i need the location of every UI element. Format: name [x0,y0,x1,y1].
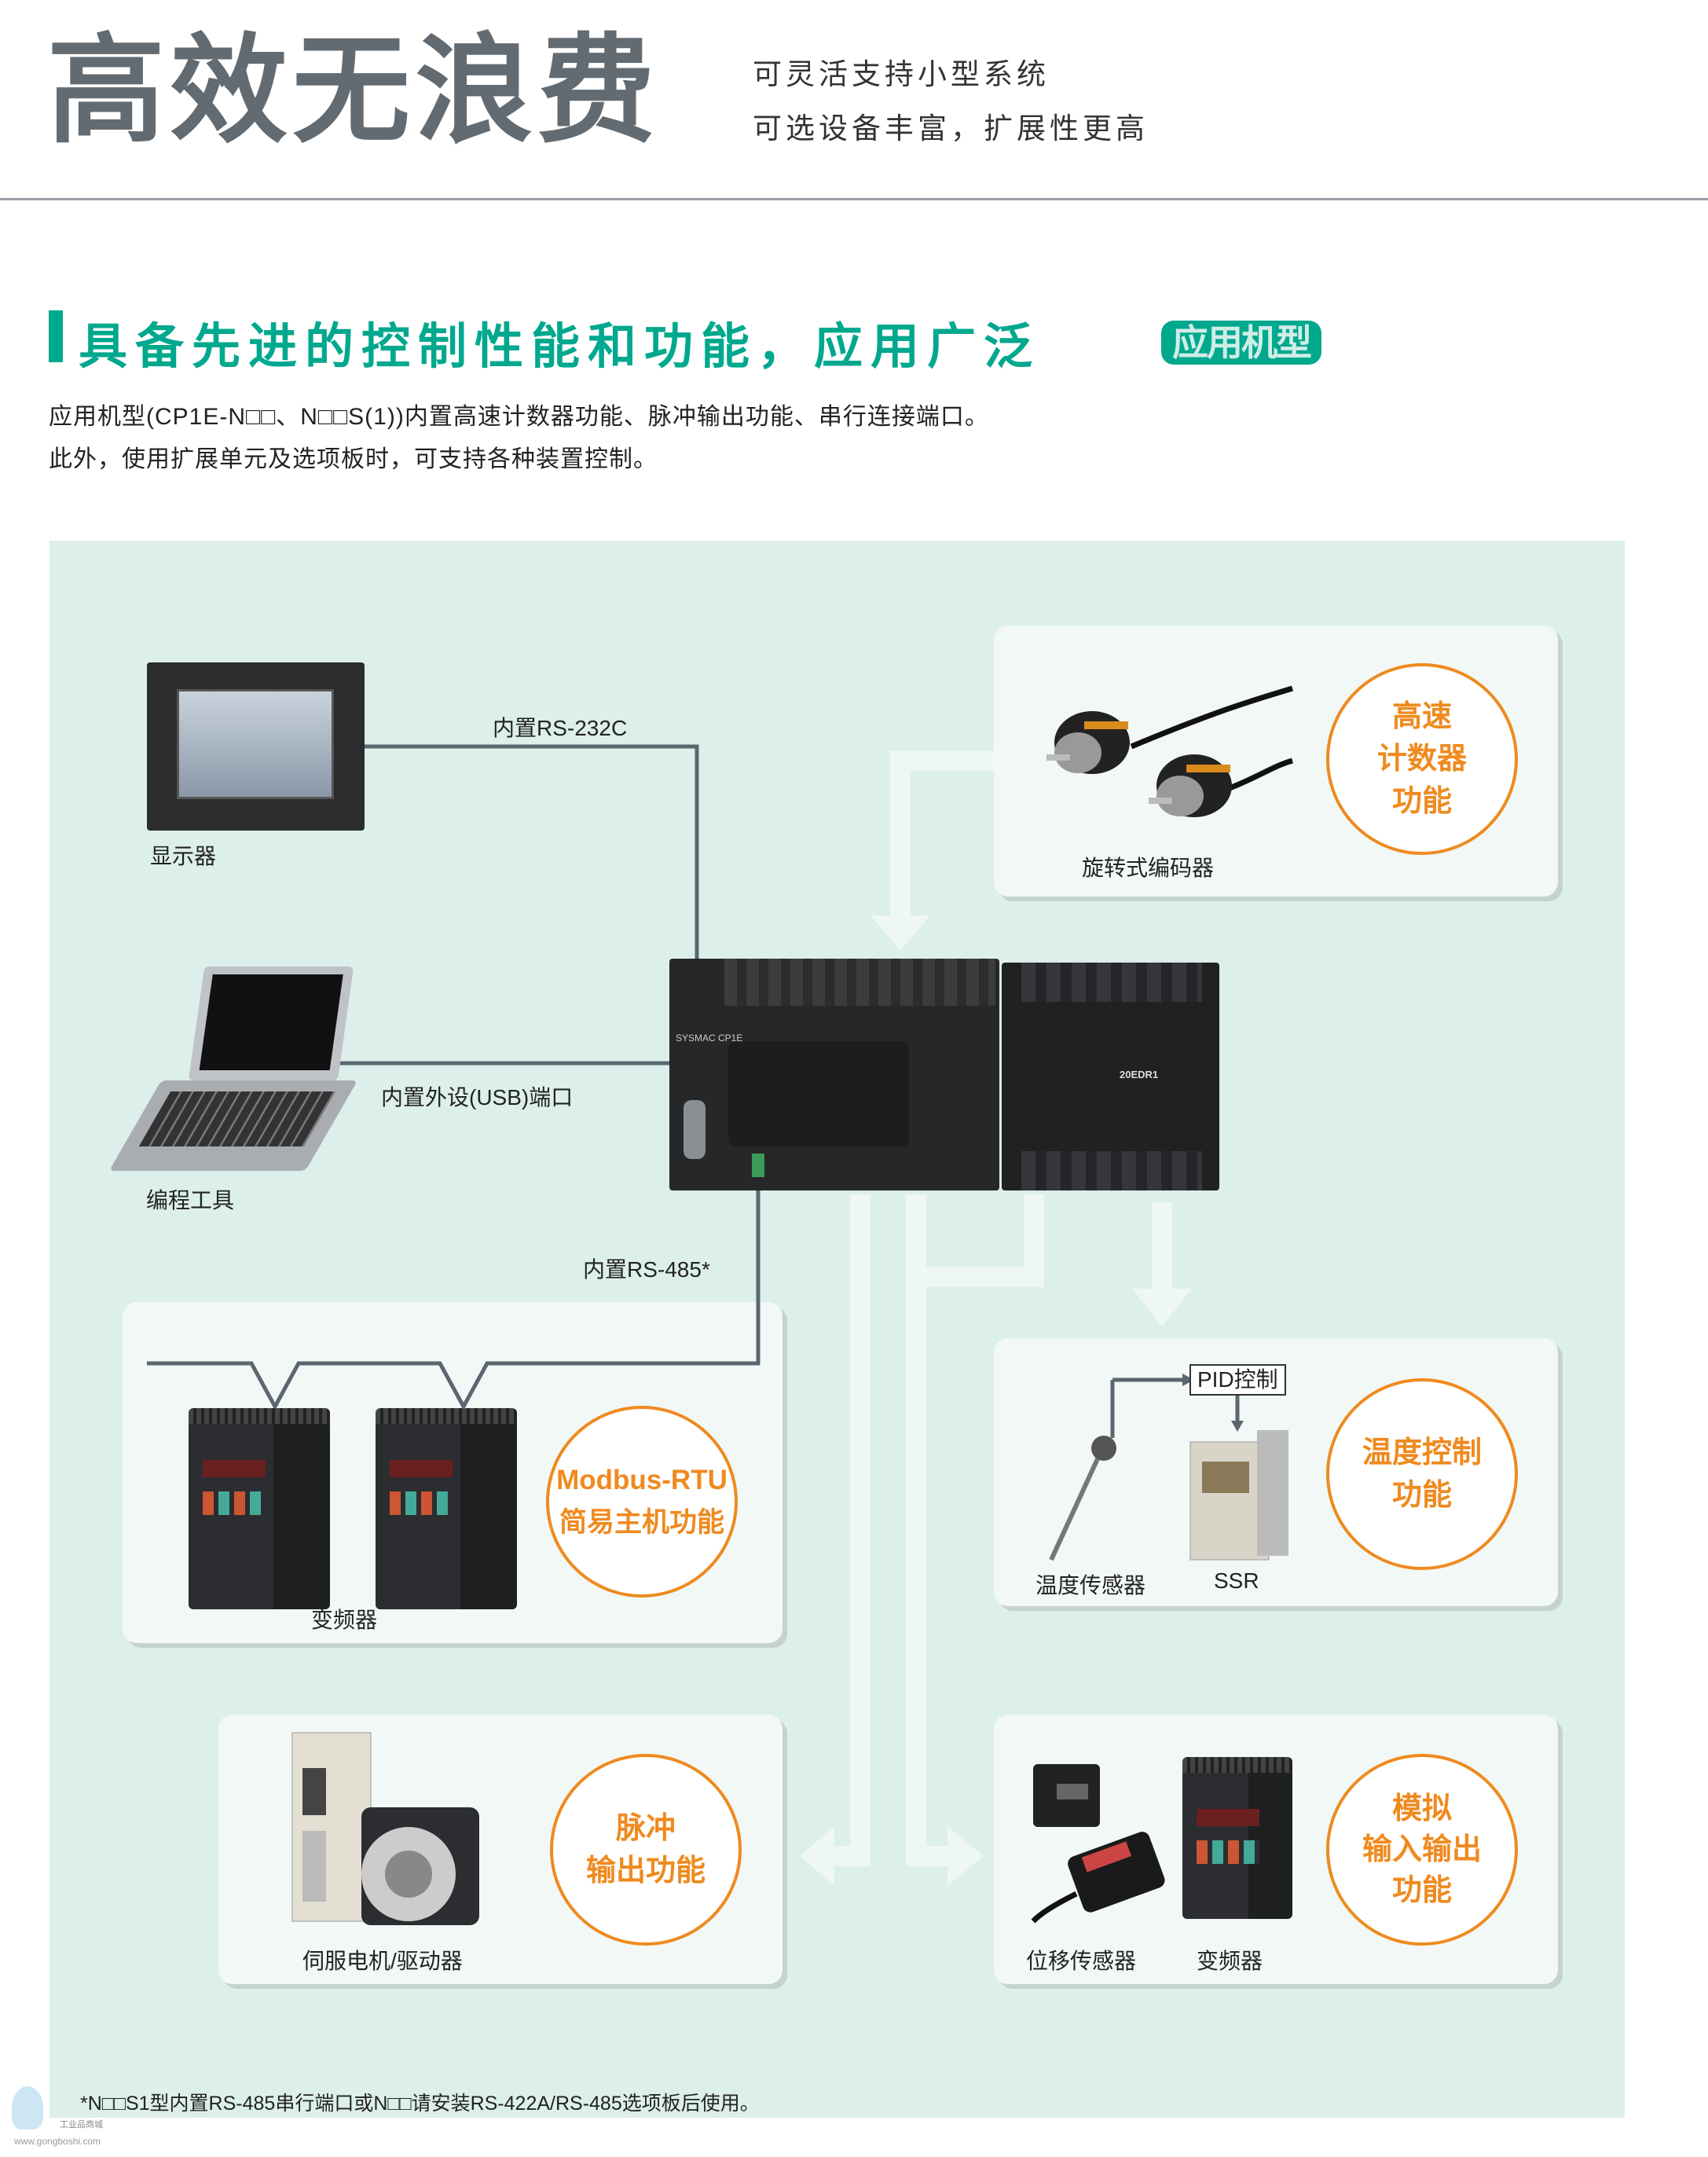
modbus-rtu-badge: Modbus-RTU 简易主机功能 [546,1406,738,1598]
inverter-label-2: 变频器 [1197,1949,1263,1973]
plc-expansion-unit: 20EDR1 [1002,963,1219,1190]
rs232c-label: 内置RS-232C [493,716,628,740]
rotary-encoder-image [1046,685,1294,817]
subtitle-line-2: 可选设备丰富，扩展性更高 [753,112,1149,145]
servo-label: 伺服电机/驱动器 [302,1949,463,1973]
rs232c-wire [365,744,699,1132]
badge-line: Modbus-RTU [556,1465,728,1495]
inverter-image [189,1408,330,1609]
pulse-output-badge: 脉冲 输出功能 [550,1754,742,1946]
badge-line: 简易主机功能 [559,1507,724,1538]
section-title: 具备先进的控制性能和功能，应用广泛 [79,320,1041,374]
badge-line: 输出功能 [585,1854,706,1887]
footnote: *N□□S1型内置RS-485串行端口或N□□请安装RS-422A/RS-485… [80,2093,760,2115]
arrowhead [870,915,930,951]
watermark-url: www.gongboshi.com [14,2136,101,2147]
ssr-image [1189,1430,1288,1561]
badge-line: 温度控制 [1362,1436,1482,1469]
programming-tool-label: 编程工具 [146,1188,235,1212]
analog-arrow-branch [916,1194,1044,1287]
badge-line: 功能 [1391,1874,1452,1907]
displacement-sensor-label: 位移传感器 [1026,1949,1137,1973]
signal-arrows [831,750,1172,1866]
servo-drive-image [291,1732,479,1925]
pulse-arrow [831,1194,870,1866]
hmi-display-image [147,662,365,831]
applicable-models-badge: 应用机型 [1161,321,1321,365]
rs485-label: 内置RS-485* [583,1257,710,1282]
badge-line: 输入输出 [1362,1833,1482,1866]
rs485-wire [147,1179,761,1411]
pid-control-label: PID控制 [1189,1364,1286,1396]
hero-title: 高效无浪费 [47,21,661,160]
intro-paragraph-2: 此外，使用扩展单元及选项板时，可支持各种装置控制。 [49,446,658,472]
displacement-sensor-image [1031,1764,1165,1924]
encoder-label: 旋转式编码器 [1082,856,1215,880]
header-divider [0,198,1708,200]
arrowhead [800,1826,834,1886]
plc-cpu-unit: SYSMAC CP1E [669,959,999,1190]
laptop-image [188,967,354,1080]
badge-line: 功能 [1391,1479,1452,1512]
arrowhead [947,1826,984,1886]
section-marker [49,310,63,362]
watermark-brand: 工业品商城 [60,2120,103,2129]
badge-line: 模拟 [1391,1792,1452,1825]
subtitle-line-1: 可灵活支持小型系统 [753,58,1050,90]
inverter-label: 变频器 [311,1608,378,1632]
encoder-arrow [890,750,994,919]
usb-port-label: 内置外设(USB)端口 [381,1085,574,1110]
plc-brand: SYSMAC CP1E [676,1033,743,1044]
expansion-model-label: 20EDR1 [1120,1069,1159,1080]
ssr-label: SSR [1214,1568,1259,1593]
watermark-logo [12,2086,43,2129]
analog-io-badge: 模拟 输入输出 功能 [1326,1754,1518,1946]
badge-line: 功能 [1391,785,1452,818]
badge-line: 脉冲 [615,1812,676,1845]
badge-line: 高速 [1391,700,1452,733]
badge-line: 计数器 [1376,743,1467,776]
inverter-image [376,1408,517,1609]
analog-arrow [906,1194,952,1866]
display-label: 显示器 [150,844,217,868]
temperature-sensor-image [1049,1436,1116,1561]
temp-sensor-label: 温度传感器 [1035,1573,1146,1598]
intro-paragraph-1: 应用机型(CP1E-N□□、N□□S(1))内置高速计数器功能、脉冲输出功能、串… [49,404,989,430]
temp-control-badge: 温度控制 功能 [1326,1378,1518,1570]
high-speed-counter-badge: 高速 计数器 功能 [1326,663,1518,855]
arrowhead [1132,1289,1192,1326]
inverter-image [1182,1757,1292,1919]
